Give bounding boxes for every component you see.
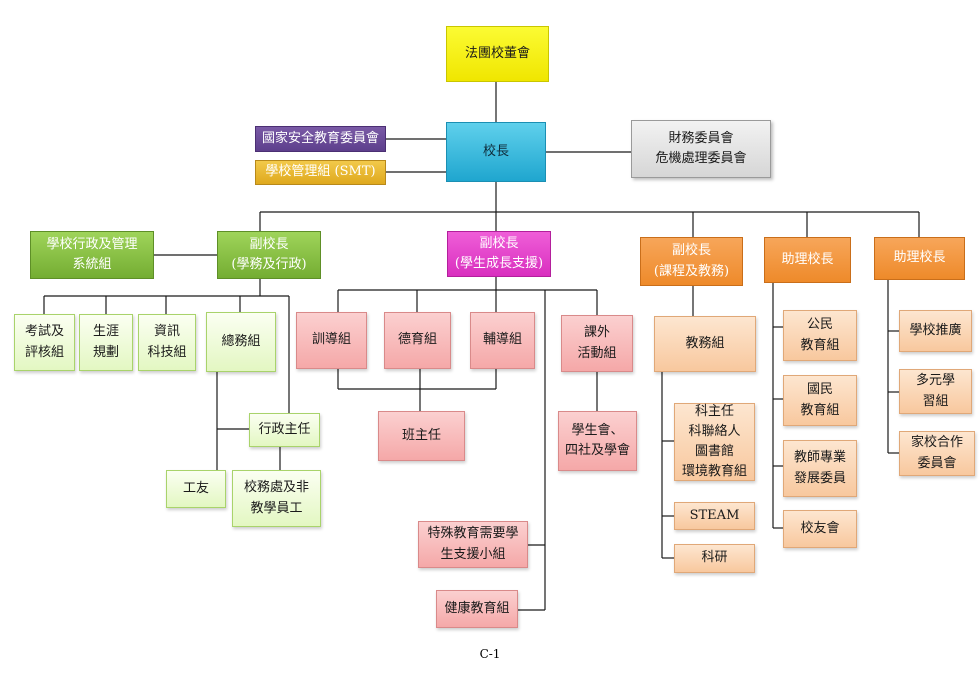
general-affairs-label: 總務組 xyxy=(221,333,261,349)
career-box: 生涯 規劃 xyxy=(79,314,133,371)
admin-system-box: 學校行政及管理 系統組 xyxy=(30,231,154,279)
vp-student-portfolio: (學生成長支援) xyxy=(454,256,544,271)
discipline-label: 訓導組 xyxy=(311,332,351,348)
student-union-box: 學生會、 四社及學會 xyxy=(558,411,637,471)
sen-support-label-1: 特殊教育需要學 xyxy=(427,526,519,542)
ap1-box: 助理校長 xyxy=(764,237,851,283)
office-staff-label-2: 教學員工 xyxy=(250,500,303,516)
principal-box: 校長 xyxy=(446,122,546,182)
it-group-label-1: 資訊 xyxy=(153,324,180,340)
academic-affairs-box: 教務組 xyxy=(654,316,756,372)
crisis-committee-label: 危機處理委員會 xyxy=(655,151,747,166)
exam-group-label-2: 評核組 xyxy=(24,344,64,360)
finance-committee-label: 財務委員會 xyxy=(668,130,734,146)
exam-group-label-1: 考試及 xyxy=(24,324,64,340)
exam-group-box: 考試及 評核組 xyxy=(14,314,75,371)
principal-label: 校長 xyxy=(482,143,509,159)
vp-student-box: 副校長 (學生成長支援) xyxy=(447,231,551,277)
eca-group-label-2: 活動組 xyxy=(577,345,617,361)
panel-heads-label-2: 科聯絡人 xyxy=(688,423,741,439)
student-union-label-1: 學生會、 xyxy=(571,422,624,438)
board-label: 法團校董會 xyxy=(464,45,530,61)
career-label-1: 生涯 xyxy=(92,324,119,340)
office-staff-box: 校務處及非 教學員工 xyxy=(232,470,321,527)
smt-label: 學校管理組 (SMT) xyxy=(265,164,376,180)
page-number: C-1 xyxy=(479,647,501,661)
teacher-development-label-2: 發展委員 xyxy=(793,470,846,486)
health-education-box: 健康教育組 xyxy=(436,590,518,628)
career-label-2: 規劃 xyxy=(92,344,119,360)
steam-box: STEAM xyxy=(674,502,755,530)
parent-school-box: 家校合作 委員會 xyxy=(899,431,975,476)
security-committee-label: 國家安全教育委員會 xyxy=(261,130,379,146)
vp-curriculum-title: 副校長 xyxy=(671,243,711,259)
smt-box: 學校管理組 (SMT) xyxy=(255,160,386,185)
vp-curriculum-portfolio: (課程及教務) xyxy=(653,263,730,279)
it-group-box: 資訊 科技組 xyxy=(138,314,196,371)
panel-heads-label-3: 圖書館 xyxy=(694,444,734,459)
vp-curriculum-box: 副校長 (課程及教務) xyxy=(640,237,743,286)
janitor-box: 工友 xyxy=(166,470,226,508)
panel-heads-label-1: 科主任 xyxy=(694,403,734,419)
eca-group-box: 課外 活動組 xyxy=(561,315,633,372)
board-box: 法團校董會 xyxy=(446,26,549,82)
office-staff-label-1: 校務處及非 xyxy=(243,480,309,496)
counselling-label: 輔導組 xyxy=(482,332,522,348)
steam-label: STEAM xyxy=(689,507,740,523)
it-group-label-2: 科技組 xyxy=(147,344,187,360)
ap1-label: 助理校長 xyxy=(781,251,834,267)
vp-student-title: 副校長 xyxy=(479,235,519,251)
vp-admin-portfolio: (學務及行政) xyxy=(231,257,307,272)
vp-admin-box: 副校長 (學務及行政) xyxy=(217,231,321,279)
academic-affairs-label: 教務組 xyxy=(685,335,725,351)
admin-officer-box: 行政主任 xyxy=(249,413,320,447)
diverse-learning-label-1: 多元學 xyxy=(915,373,955,389)
school-promotion-box: 學校推廣 xyxy=(899,310,972,352)
national-education-label-2: 教育組 xyxy=(800,402,840,418)
finance-committee-box: 財務委員會 危機處理委員會 xyxy=(631,120,771,178)
teacher-development-box: 教師專業 發展委員 xyxy=(783,440,857,497)
sen-support-label-2: 生支援小組 xyxy=(440,546,506,562)
diverse-learning-label-2: 習組 xyxy=(922,393,949,409)
parent-school-label-2: 委員會 xyxy=(917,455,957,471)
school-promotion-label: 學校推廣 xyxy=(909,322,962,338)
national-education-label-1: 國民 xyxy=(806,382,833,398)
civic-education-box: 公民 教育組 xyxy=(783,310,857,361)
admin-system-label-1: 學校行政及管理 xyxy=(46,236,138,252)
ap2-box: 助理校長 xyxy=(874,237,965,280)
sen-support-box: 特殊教育需要學 生支援小組 xyxy=(418,521,528,568)
ap2-label: 助理校長 xyxy=(893,250,946,266)
discipline-box: 訓導組 xyxy=(296,312,367,369)
vp-admin-title: 副校長 xyxy=(249,236,289,252)
moral-education-box: 德育組 xyxy=(384,312,451,369)
civic-education-label-2: 教育組 xyxy=(800,337,840,353)
admin-officer-label: 行政主任 xyxy=(258,421,311,437)
panel-heads-label-4: 環境教育組 xyxy=(681,464,747,480)
eca-group-label-1: 課外 xyxy=(583,325,610,341)
panel-heads-box: 科主任 科聯絡人 圖書館 環境教育組 xyxy=(674,403,755,481)
alumni-label: 校友會 xyxy=(800,520,840,536)
research-box: 科研 xyxy=(674,544,755,573)
research-label: 科研 xyxy=(701,550,728,566)
student-union-label-2: 四社及學會 xyxy=(564,443,630,458)
janitor-label: 工友 xyxy=(182,480,209,496)
class-teacher-box: 班主任 xyxy=(378,411,465,461)
moral-education-label: 德育組 xyxy=(397,332,437,348)
security-committee-box: 國家安全教育委員會 xyxy=(255,126,386,152)
class-teacher-label: 班主任 xyxy=(401,427,441,443)
alumni-box: 校友會 xyxy=(783,510,857,548)
general-affairs-box: 總務組 xyxy=(206,312,276,372)
admin-system-label-2: 系統組 xyxy=(72,257,112,272)
civic-education-label-1: 公民 xyxy=(806,317,833,333)
health-education-label: 健康教育組 xyxy=(444,600,510,616)
counselling-box: 輔導組 xyxy=(470,312,535,369)
diverse-learning-box: 多元學 習組 xyxy=(899,369,972,414)
parent-school-label-1: 家校合作 xyxy=(910,435,963,451)
national-education-box: 國民 教育組 xyxy=(783,375,857,426)
teacher-development-label-1: 教師專業 xyxy=(793,450,846,466)
